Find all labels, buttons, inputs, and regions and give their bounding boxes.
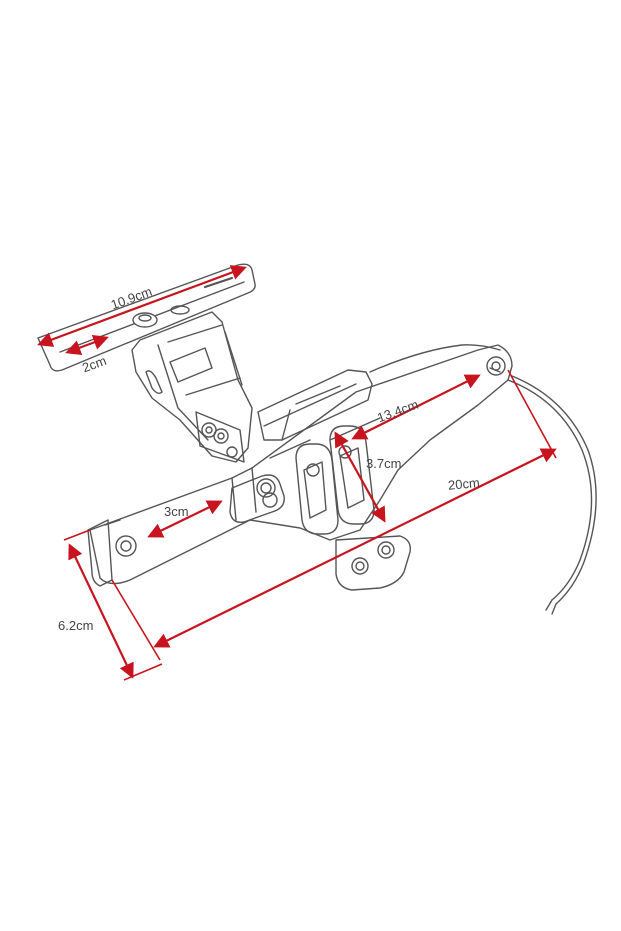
dim-label-slot-width: 2cm: [80, 353, 108, 375]
ext-line-mount-bottom: [123, 663, 163, 681]
dim-label-top-plate-width: 10.9cm: [109, 284, 154, 313]
dim-line-top-plate-width: [37, 265, 247, 347]
dim-label-slot-height: 3.7cm: [366, 456, 401, 471]
dim-line-arm-length: [351, 374, 481, 440]
dimension-lines: [37, 265, 557, 681]
dim-line-overall-length: [153, 448, 557, 648]
dim-line-mount-height: [68, 543, 134, 679]
dim-label-mount-height: 6.2cm: [58, 618, 93, 633]
dimension-labels: 10.9cm 2cm 13.4cm 3.7cm 20cm 3cm 6.2cm: [58, 284, 480, 633]
main-arm: [89, 344, 513, 585]
ext-line-overall-right: [507, 369, 557, 459]
top-plate-bolt: [132, 312, 158, 328]
right-end-bolt: [486, 356, 506, 376]
lower-plate: [335, 535, 411, 591]
bracket-neck: [131, 311, 253, 463]
neck-bolt-group: [195, 411, 245, 463]
dim-label-arm-length: 13.4cm: [375, 397, 420, 426]
bracket-outline: [37, 263, 597, 615]
side-slot: [229, 474, 285, 523]
dim-line-slot-width: [65, 335, 109, 355]
dim-label-side-slot-length: 3cm: [164, 504, 189, 519]
dim-label-overall-length: 20cm: [447, 475, 480, 493]
dim-line-side-slot-length: [147, 500, 223, 538]
connector-block: [257, 369, 373, 441]
ext-line-mount-top: [63, 529, 91, 541]
